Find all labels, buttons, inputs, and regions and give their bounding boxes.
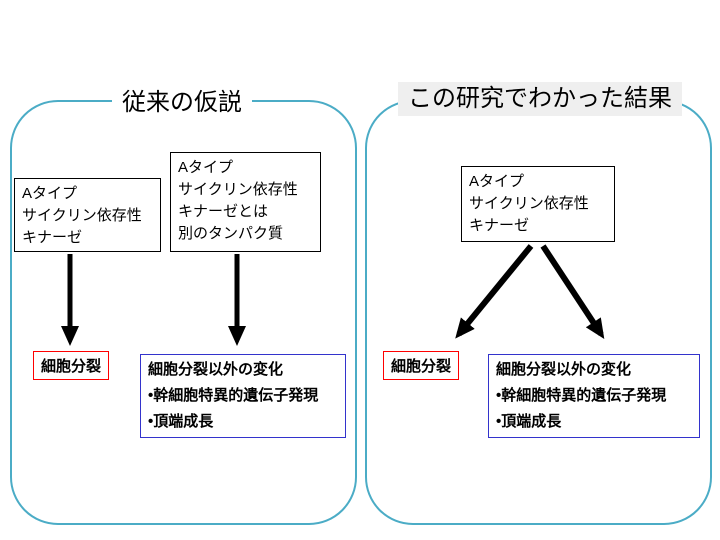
other-protein-box-line4: 別のタンパク質	[178, 225, 284, 242]
cdka-box-right: Aタイプ サイクリン依存性 キナーゼ	[461, 166, 615, 242]
non-division-title-right: 細胞分裂以外の変化	[496, 361, 632, 378]
cdka-box-left-line2: サイクリン依存性	[22, 207, 142, 224]
cdka-box-left-line3: キナーゼ	[22, 229, 83, 246]
cell-division-box-left: 細胞分裂	[33, 351, 110, 380]
cdka-box-right-line3: キナーゼ	[469, 217, 530, 234]
non-division-item2-right: •頂端成長	[496, 413, 562, 430]
non-division-item1-left: •幹細胞特異的遺伝子発現	[148, 387, 319, 404]
left-panel-title: 従来の仮説	[112, 86, 252, 120]
non-division-box-left: 細胞分裂以外の変化 •幹細胞特異的遺伝子発現 •頂端成長	[140, 354, 346, 438]
non-division-box-right: 細胞分裂以外の変化 •幹細胞特異的遺伝子発現 •頂端成長	[488, 354, 700, 438]
right-panel-outline	[365, 100, 712, 525]
cdka-box-left-line1: Aタイプ	[22, 185, 78, 202]
other-protein-box: Aタイプ サイクリン依存性 キナーゼとは 別のタンパク質	[170, 152, 321, 252]
other-protein-box-line1: Aタイプ	[178, 159, 234, 176]
other-protein-box-line2: サイクリン依存性	[178, 181, 298, 198]
non-division-item1-right: •幹細胞特異的遺伝子発現	[496, 387, 667, 404]
cdka-box-right-line1: Aタイプ	[469, 173, 525, 190]
cell-division-box-right: 細胞分裂	[383, 351, 460, 380]
non-division-item2-left: •頂端成長	[148, 413, 214, 430]
right-panel-title: この研究でわかった結果	[398, 82, 682, 116]
cdka-box-right-line2: サイクリン依存性	[469, 195, 589, 212]
non-division-title-left: 細胞分裂以外の変化	[148, 361, 284, 378]
other-protein-box-line3: キナーゼとは	[178, 203, 269, 220]
cdka-box-left: Aタイプ サイクリン依存性 キナーゼ	[14, 178, 161, 252]
